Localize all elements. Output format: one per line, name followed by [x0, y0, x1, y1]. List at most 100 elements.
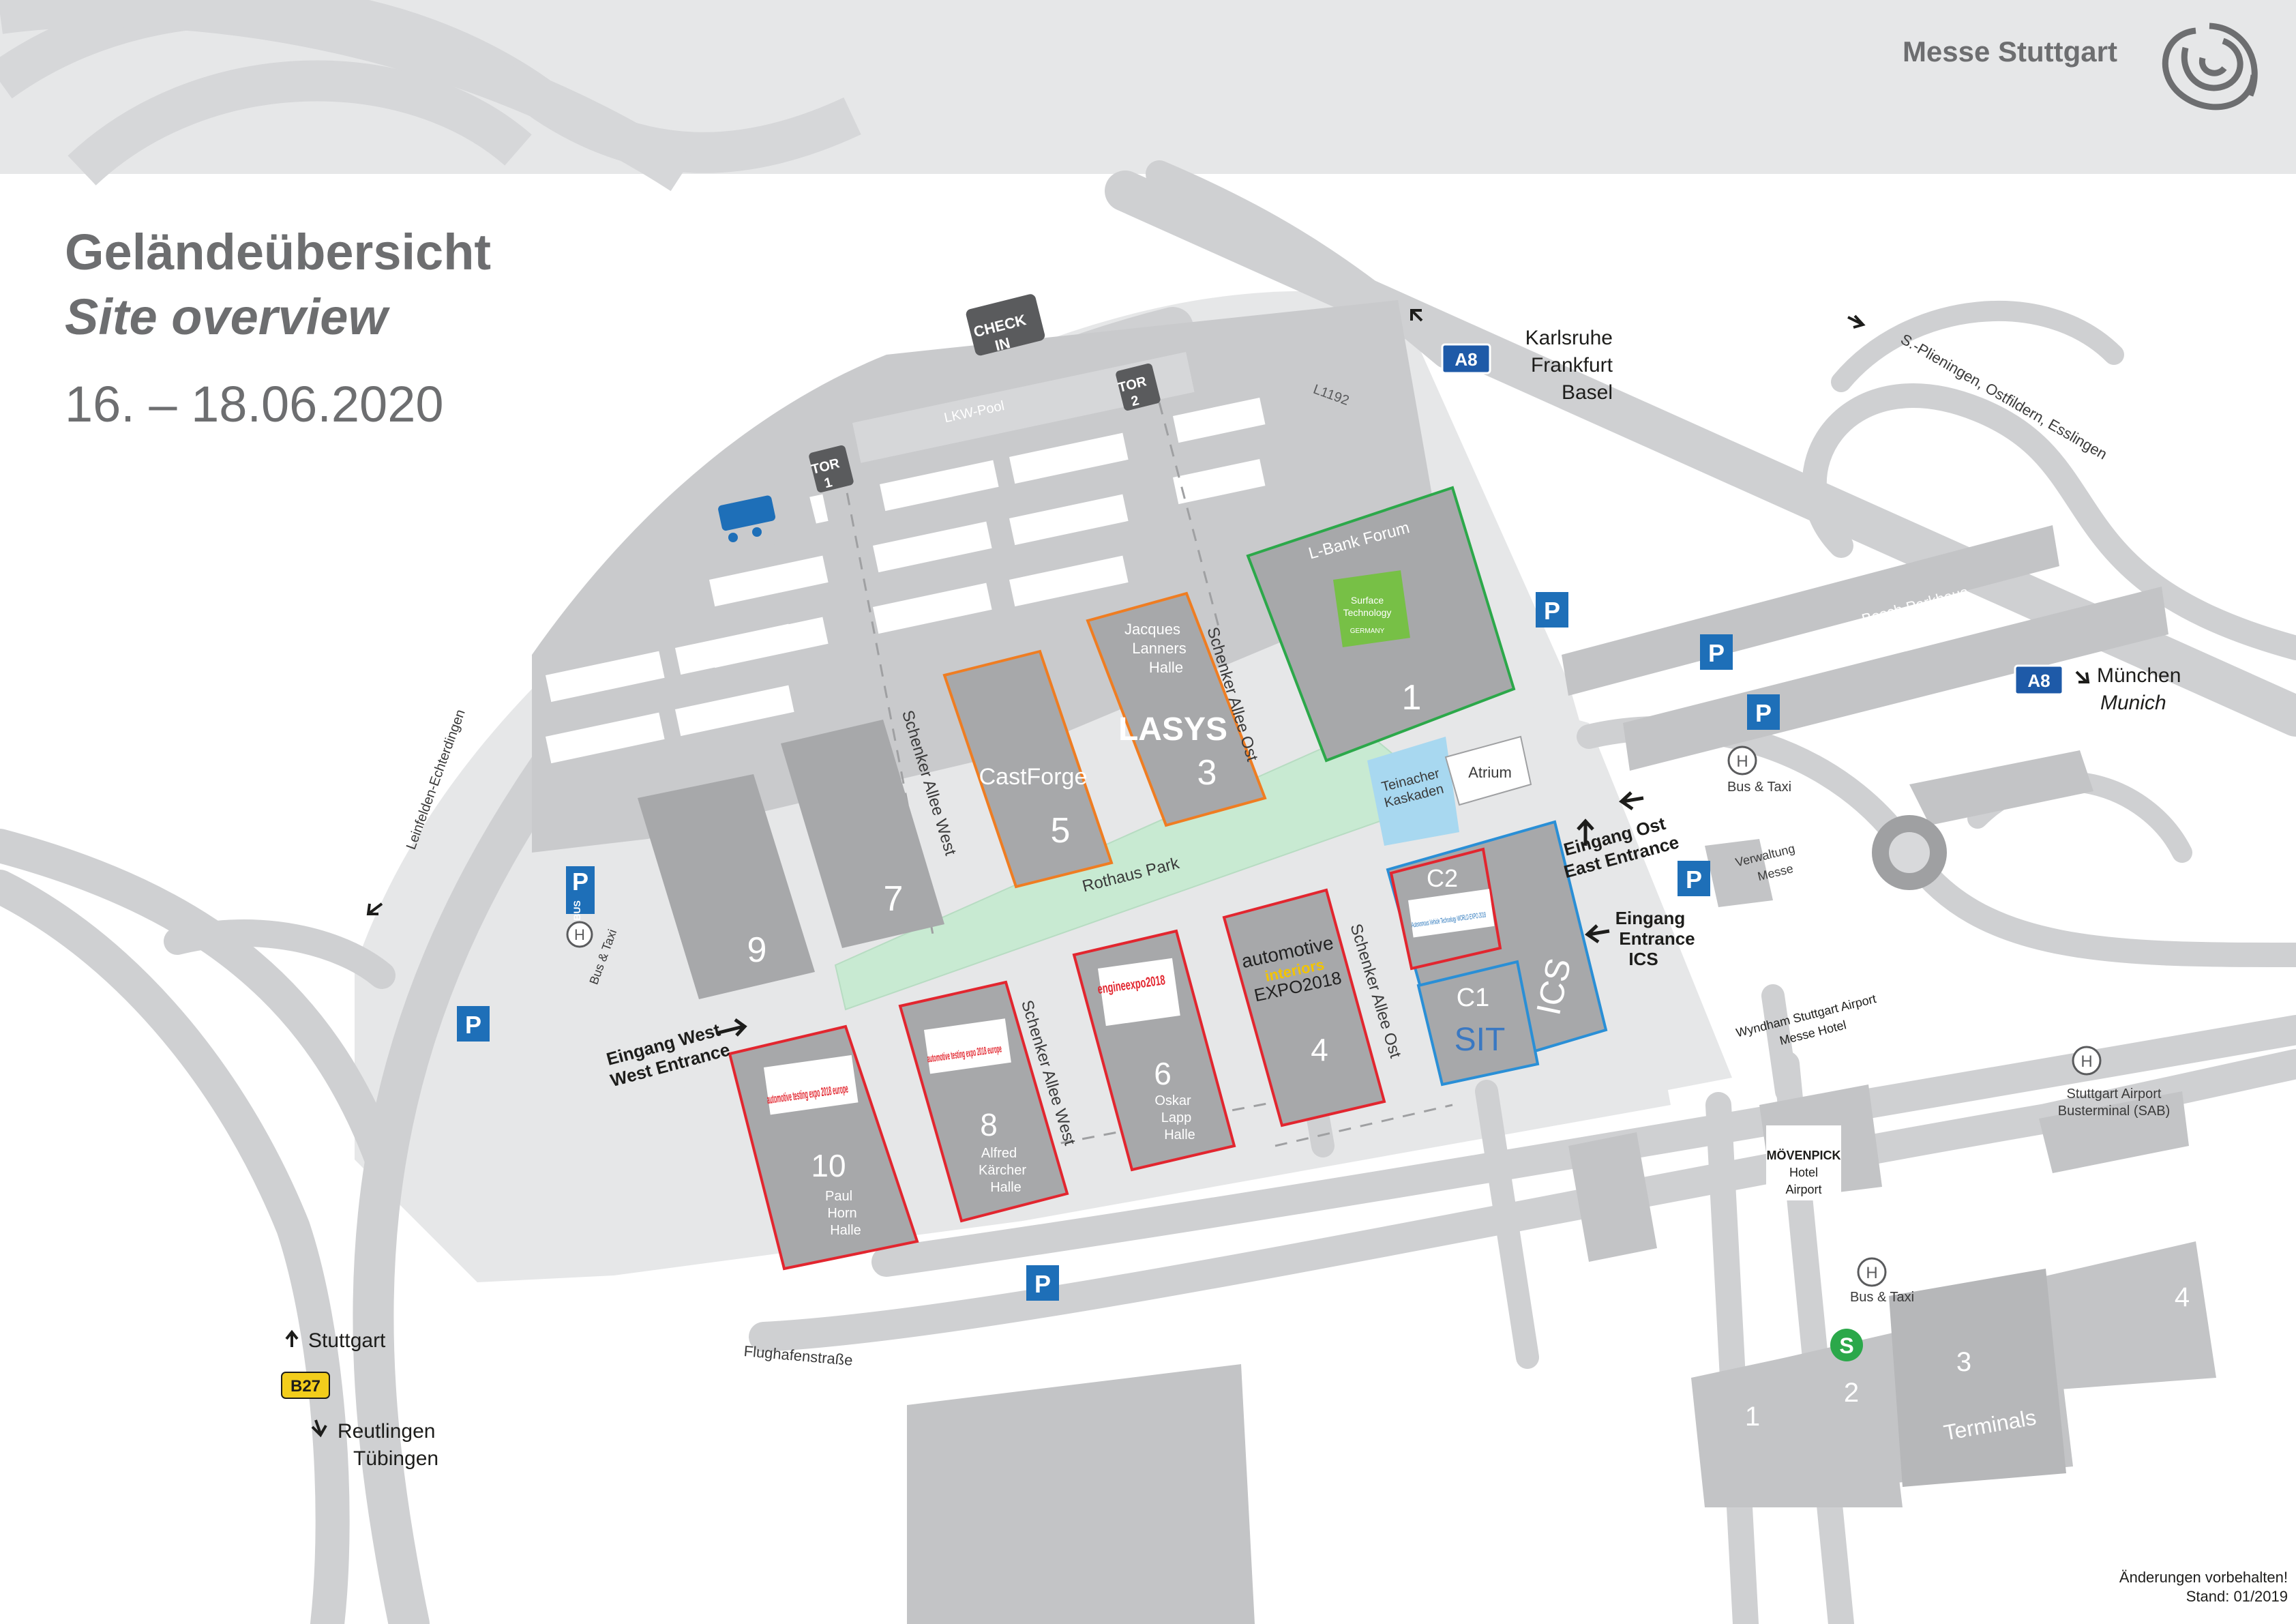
hall-c1-number: C1 — [1457, 984, 1490, 1012]
testing-expo-logo-8 — [924, 1018, 1011, 1074]
s-bahn-label: S — [1839, 1333, 1853, 1358]
hall-6-name-1: Oskar — [1154, 1093, 1191, 1108]
brand-name: Messe Stuttgart — [1903, 35, 2117, 68]
spiral-fingerprint-icon — [2162, 23, 2258, 110]
hall-6-name-2: Lapp — [1161, 1110, 1192, 1125]
engine-expo-logo — [1098, 958, 1180, 1027]
arrow-left-icon — [1585, 924, 1610, 944]
hall-c2-number: C2 — [1427, 864, 1458, 892]
parking-sign-4: P — [1686, 866, 1702, 894]
title-dates: 16. – 18.06.2020 — [65, 376, 444, 432]
hall-10-name-1: Paul — [825, 1189, 852, 1204]
arrow-down-right-icon — [2075, 670, 2090, 683]
parking-sign-3: P — [1755, 699, 1772, 727]
arrow-down-icon — [311, 1419, 327, 1438]
basel-label: Basel — [1562, 381, 1613, 404]
moevenpick-hotel: MÖVENPICK Hotel Airport — [1766, 1125, 1841, 1200]
sit-logo: SIT — [1455, 1022, 1506, 1058]
title-de: Geländeübersicht — [65, 224, 491, 280]
moevenpick-line-1: MÖVENPICK — [1766, 1149, 1840, 1162]
parking-sign-6: P — [465, 1011, 481, 1039]
hall-c1[interactable] — [1416, 960, 1540, 1087]
arrow-up-icon — [1577, 818, 1594, 846]
parking-sign-1: P — [1544, 597, 1560, 625]
terminal-1: 1 — [1745, 1402, 1760, 1432]
halt-icon: H — [574, 926, 585, 943]
hall-8-name-1: Alfred — [981, 1146, 1017, 1161]
b27-legend: Stuttgart B27 Reutlingen Tübingen — [281, 1329, 438, 1470]
bus-label: BUS — [571, 900, 582, 921]
terminal-2: 2 — [1844, 1378, 1859, 1408]
hall-4-number: 4 — [1311, 1032, 1328, 1067]
terminal-4: 4 — [2175, 1282, 2190, 1312]
hall-3-name-2: Lanners — [1132, 640, 1187, 657]
hall-5[interactable]: CastForge 5 — [942, 649, 1114, 889]
hall-7[interactable]: 7 — [781, 720, 944, 948]
hall-8[interactable]: automotive testing expo 2018 europe 8 Al… — [898, 980, 1069, 1223]
parking-sign-5: P — [1034, 1270, 1051, 1298]
decorative-swirls — [0, 0, 861, 192]
hall-6-name-3: Halle — [1164, 1127, 1195, 1142]
s-bahn-icon[interactable]: S — [1830, 1329, 1863, 1361]
munich-label: Munich — [2100, 692, 2166, 714]
tor-1-line-2: 1 — [822, 475, 833, 491]
arrow-down-left-icon — [366, 902, 383, 915]
atrium-box — [1444, 735, 1532, 806]
frankfurt-label: Frankfurt — [1531, 354, 1613, 377]
autonomous-vehicle-logo — [1408, 889, 1495, 938]
surface-technology-line-1: Surface — [1351, 595, 1384, 606]
hall-3-name-3: Halle — [1149, 659, 1183, 676]
ics-complex[interactable]: C2 Autonomous Vehicle Technology WORLD E… — [1386, 820, 1608, 1087]
stuttgart-label: Stuttgart — [308, 1329, 386, 1352]
hall-5-number: 5 — [1051, 811, 1071, 851]
bus-taxi-south: Bus & Taxi — [1850, 1290, 1914, 1305]
ics-entrance-line-3: ICS — [1628, 949, 1658, 969]
hall-10-name-3: Halle — [830, 1223, 861, 1238]
halt-icon: H — [2081, 1052, 2092, 1071]
testing-expo-logo-10 — [764, 1054, 859, 1115]
hall-8-number: 8 — [980, 1107, 998, 1142]
hall-3[interactable]: Jacques Lanners Halle LASYS 3 — [1086, 591, 1267, 827]
parking-sign-bus: P — [572, 868, 588, 896]
arrow-left-icon — [1619, 791, 1644, 811]
tor-2-sign: TOR 2 — [1116, 363, 1161, 411]
hall-9[interactable]: 9 — [638, 774, 815, 999]
moevenpick-line-3: Airport — [1785, 1183, 1821, 1196]
tor-1-sign: TOR 1 — [809, 445, 854, 492]
hall-3-number: 3 — [1197, 753, 1217, 793]
ics-entrance-line-1: Eingang — [1615, 908, 1686, 928]
a8-east-label: A8 — [2027, 670, 2050, 691]
hall-4[interactable]: automotive interiors EXPO2018 4 — [1222, 888, 1386, 1127]
parking-sign-2: P — [1708, 639, 1725, 667]
footer-note: Änderungen vorbehalten! — [2119, 1569, 2288, 1586]
bus-stop-east: H Bus & Taxi — [1727, 745, 1791, 795]
moevenpick-line-2: Hotel — [1789, 1166, 1818, 1179]
surface-technology-line-3: GERMANY — [1350, 628, 1385, 635]
caravan-icon — [718, 495, 776, 542]
hall-6-number: 6 — [1154, 1056, 1172, 1091]
arrow-right-icon — [715, 1018, 747, 1037]
hall-10-name-2: Horn — [827, 1206, 856, 1221]
title-en: Site overview — [65, 289, 390, 345]
hall-3-name-1: Jacques — [1124, 621, 1180, 638]
a8-east: A8 München Munich — [2014, 664, 2181, 714]
messe-logo[interactable]: Messe Stuttgart — [1903, 23, 2258, 110]
ics-entrance-line-2: Entrance — [1619, 928, 1695, 949]
bus-taxi-east: Bus & Taxi — [1727, 780, 1791, 795]
a8-north-label: A8 — [1455, 349, 1477, 370]
arrow-up-left-icon — [1410, 309, 1423, 322]
halt-icon: H — [1866, 1264, 1877, 1282]
ics-entrance[interactable]: Eingang Entrance ICS — [1585, 908, 1695, 969]
hall-1[interactable]: L-Bank Forum Surface Technology GERMANY … — [1246, 486, 1516, 763]
hall-7-number: 7 — [884, 879, 904, 919]
hall-8-name-3: Halle — [990, 1180, 1022, 1195]
parking-signs[interactable]: P P P P P P P — [457, 592, 1780, 1301]
surface-technology-line-2: Technology — [1343, 607, 1392, 618]
karlsruhe-label: Karlsruhe — [1525, 327, 1613, 349]
hall-6[interactable]: engineexpo2018 6 Oskar Lapp Halle — [1072, 929, 1236, 1172]
bus-stop-sab: H Stuttgart Airport Busterminal (SAB) — [2058, 1046, 2170, 1119]
hall-8-name-2: Kärcher — [979, 1163, 1026, 1178]
hall-10[interactable]: automotive testing expo 2018 europe 10 P… — [728, 1024, 919, 1271]
hall-10-number: 10 — [811, 1148, 846, 1183]
